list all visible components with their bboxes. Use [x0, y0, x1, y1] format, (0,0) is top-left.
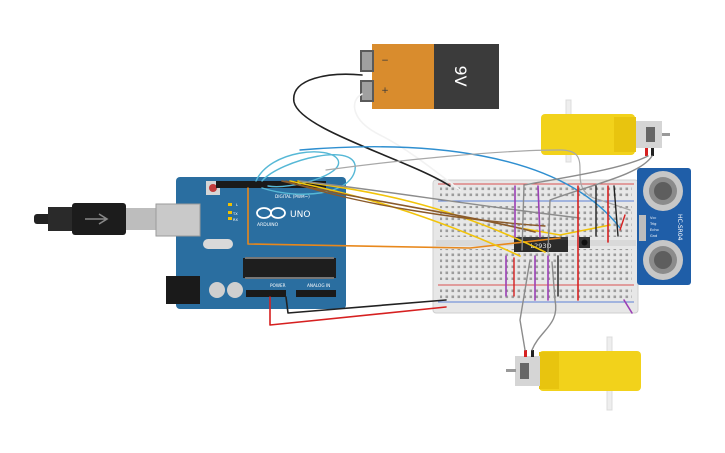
usb-plug-icon: [34, 203, 156, 235]
wire-gnd: [285, 296, 447, 314]
ultrasonic-sensor: HC-SR04 Vcc Trig Echo Gnd: [637, 168, 691, 285]
arduino-model-label: UNO: [290, 210, 310, 220]
wire-gray-echo: [325, 149, 631, 211]
battery-voltage-label: 9V: [451, 65, 470, 86]
battery-minus-label: −: [381, 56, 389, 66]
wire-motor-top-b: [547, 155, 653, 253]
chip-label: L293D: [530, 242, 551, 250]
motor-bottom: [506, 336, 641, 411]
sensor-pin-vcc: Vcc: [650, 216, 656, 220]
l293d-chip: L293D: [514, 237, 568, 252]
wire-battery-negative: [293, 73, 451, 187]
infinity-logo-icon: [256, 207, 286, 219]
wire-yellow-3: [519, 224, 611, 236]
battery-plus-label: +: [381, 86, 389, 96]
led-tx-label: TX: [232, 212, 238, 216]
arduino-uno: UNO ARDUINO DIGITAL (PWM~) POWER ANALOG …: [34, 177, 346, 309]
wire-battery-positive: [353, 93, 461, 191]
sensor-model-label: HC-SR04: [676, 214, 683, 241]
wire-brown-2: [285, 180, 546, 227]
jumper-purple-2: [537, 185, 541, 238]
sensor-pin-gnd: Gnd: [650, 234, 657, 238]
motor-top: [541, 99, 670, 163]
jumper-red-4: [619, 214, 626, 231]
sensor-pin-trig: Trig: [649, 222, 656, 226]
wire-motor-top-a: [521, 155, 649, 251]
led-l-label: L: [236, 203, 238, 207]
wire-brown-1: [281, 180, 536, 233]
digital-header-label: DIGITAL (PWM~): [275, 194, 310, 199]
battery-9v: − + 9V: [360, 44, 499, 109]
wire-yellow-2: [297, 180, 546, 253]
led-rx-label: RX: [233, 218, 238, 222]
wire-orange: [247, 187, 561, 249]
analog-header-label: ANALOG IN: [307, 283, 330, 288]
jumper-black-2: [613, 185, 619, 237]
wire-5v: [269, 296, 447, 326]
wire-cyan-1: [261, 154, 356, 195]
wire-motor-bottom-b: [531, 261, 557, 351]
arduino-brand-label: ARDUINO: [257, 222, 279, 228]
sensor-pin-echo: Echo: [650, 228, 659, 232]
wire-motor-bottom-a: [519, 259, 531, 351]
push-button[interactable]: [579, 237, 590, 248]
power-header-label: POWER: [270, 283, 286, 288]
wire-blue-trig: [299, 146, 621, 229]
wires: [247, 73, 653, 351]
jumper-purple-6: [623, 299, 633, 314]
